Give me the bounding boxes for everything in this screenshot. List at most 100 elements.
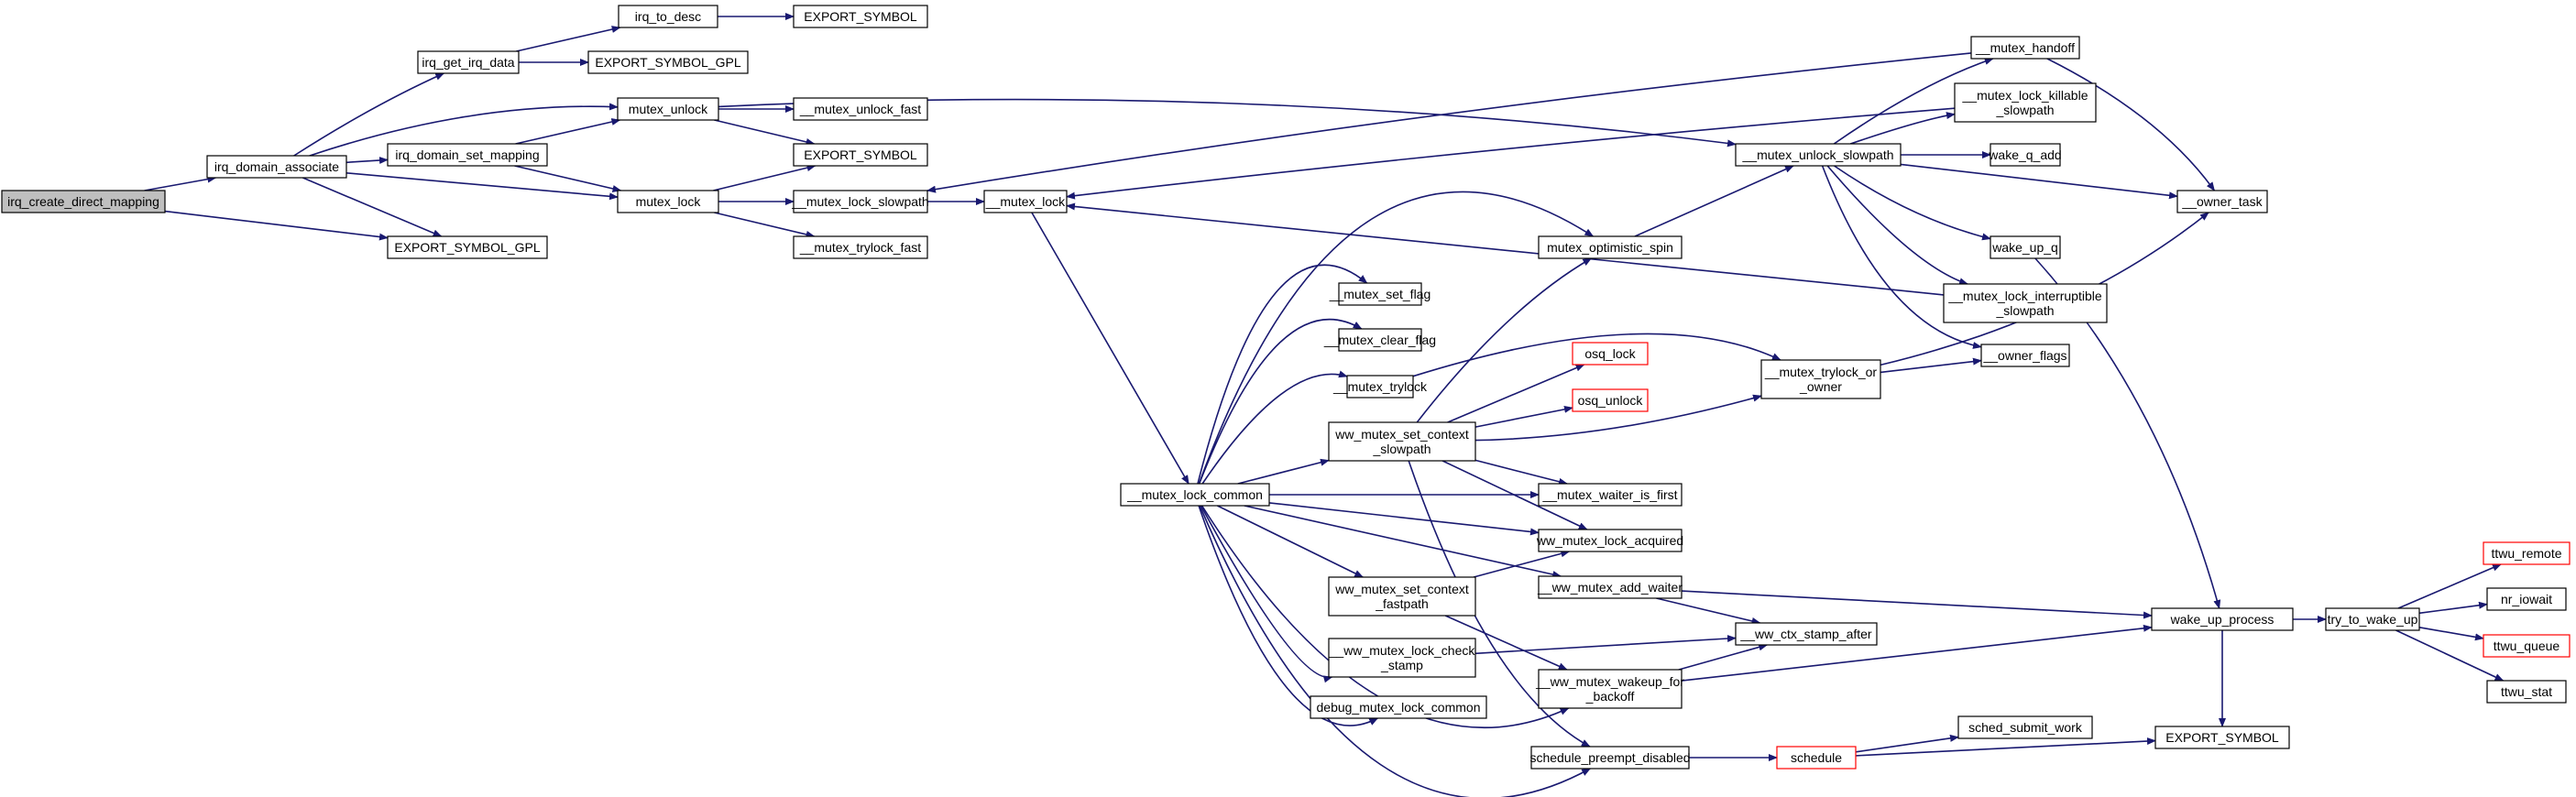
node-mutex-unlock-fast[interactable]: __mutex_unlock_fast	[793, 97, 928, 121]
edge-mutex-trylock-to-mutex-trylock-or-owner	[1412, 333, 1781, 377]
edge-mutex-lock-to-export-symbol-2	[713, 164, 817, 191]
node-label: irq_get_irq_data	[422, 55, 514, 70]
node-osq-lock[interactable]: osq_lock	[1572, 342, 1649, 366]
node-box	[1990, 235, 2061, 259]
node-mutex-lock[interactable]: mutex_lock	[617, 190, 719, 213]
node-mutex-lock-interruptible-slowpath[interactable]: __mutex_lock_interruptible_slowpath	[1943, 283, 2108, 323]
node-box	[1, 190, 166, 213]
node-mutex-trylock[interactable]: __mutex_trylock	[1332, 375, 1428, 398]
node-wake-up-q[interactable]: wake_up_q	[1990, 235, 2061, 259]
node-box	[2151, 607, 2294, 631]
node-label: wake_up_q	[1991, 240, 2058, 255]
node-label: _backoff	[1585, 689, 1635, 704]
node-label: __ww_mutex_wakeup_for	[1535, 674, 1684, 689]
node-label: irq_create_direct_mapping	[7, 194, 159, 209]
node-mutex-handoff[interactable]: __mutex_handoff	[1970, 36, 2080, 60]
node-box	[793, 143, 928, 167]
node-box	[387, 235, 548, 259]
node-export-symbol-1[interactable]: EXPORT_SYMBOL	[793, 5, 928, 28]
edge-try-to-wake-up-to-ttwu-queue	[2418, 627, 2484, 641]
node-irq-domain-associate[interactable]: irq_domain_associate	[206, 155, 347, 179]
node-export-symbol-gpl-1[interactable]: EXPORT_SYMBOL_GPL	[387, 235, 548, 259]
node-export-symbol-3[interactable]: EXPORT_SYMBOL	[2154, 726, 2290, 749]
node-label: ww_mutex_set_context	[1334, 582, 1469, 596]
node-mutex-optimistic-spin[interactable]: mutex_optimistic_spin	[1538, 235, 1683, 259]
node-ww-mutex-set-context-slowpath[interactable]: ww_mutex_set_context_slowpath	[1328, 421, 1476, 462]
node-mutex-lock-slowpath[interactable]: __mutex_lock_slowpath	[791, 190, 929, 213]
node-wake-up-process[interactable]: wake_up_process	[2151, 607, 2294, 631]
edge-mutex-lock-common-to-mutex-trylock	[1201, 370, 1348, 485]
node-owner-flags[interactable]: __owner_flags	[1980, 344, 2070, 367]
edge-ww-mutex-set-context-slowpath-to-osq-unlock	[1474, 405, 1573, 428]
node-box	[1328, 421, 1476, 462]
node-wake-q-add[interactable]: wake_q_add	[1988, 143, 2062, 167]
node-osq-unlock[interactable]: osq_unlock	[1572, 388, 1649, 412]
node-box	[417, 50, 520, 74]
node-label: __ww_mutex_add_waiter	[1537, 580, 1683, 595]
node-irq-get-irq-data[interactable]: irq_get_irq_data	[417, 50, 520, 74]
node-mutex-lock-common[interactable]: __mutex_lock_common	[1120, 483, 1270, 507]
edge-mutex-handoff-to-mutex-lock-slowpath	[926, 52, 1972, 193]
edge-mutex-unlock-slowpath-to-mutex-handoff	[1833, 58, 1994, 145]
node-ww-mutex-add-waiter[interactable]: __ww_mutex_add_waiter	[1537, 575, 1683, 599]
node-box	[1328, 576, 1476, 617]
edge-ww-mutex-set-context-fastpath-to-ww-mutex-wakeup-for-backoff	[1444, 615, 1568, 671]
node-ww-mutex-lock-acquired[interactable]: ww_mutex_lock_acquired	[1536, 529, 1683, 552]
node-box	[1957, 715, 2093, 739]
node-owner-task[interactable]: __owner_task	[2176, 190, 2268, 213]
node-ttwu-remote[interactable]: ttwu_remote	[2483, 541, 2571, 565]
node-mutex-unlock[interactable]: mutex_unlock	[617, 97, 719, 121]
edges-layer	[144, 13, 2505, 797]
edge-mutex-optimistic-spin-to-mutex-unlock-slowpath	[1634, 165, 1794, 237]
node-ww-mutex-set-context-fastpath[interactable]: ww_mutex_set_context_fastpath	[1328, 576, 1476, 617]
edge-irq-create-direct-mapping-to-irq-domain-associate	[144, 175, 217, 191]
node-label: __mutex_trylock	[1332, 379, 1428, 394]
node-mutex-lock[interactable]: __mutex_lock	[983, 190, 1068, 213]
node-irq-create-direct-mapping[interactable]: irq_create_direct_mapping	[1, 190, 166, 213]
edge-ww-mutex-set-context-slowpath-to-ww-mutex-lock-acquired	[1441, 460, 1588, 530]
node-mutex-waiter-is-first[interactable]: __mutex_waiter_is_first	[1538, 483, 1683, 507]
node-box	[793, 190, 928, 213]
node-label: sched_submit_work	[1968, 720, 2083, 735]
node-mutex-lock-killable-slowpath[interactable]: __mutex_lock_killable_slowpath	[1954, 82, 2097, 123]
node-label: _slowpath	[1995, 303, 2054, 318]
node-label: osq_unlock	[1578, 393, 1644, 408]
node-irq-to-desc[interactable]: irq_to_desc	[618, 5, 718, 28]
node-label: mutex_unlock	[629, 102, 708, 116]
edge-ww-mutex-set-context-slowpath-to-mutex-waiter-is-first	[1474, 459, 1568, 486]
node-label: schedule_preempt_disabled	[1529, 750, 1690, 765]
edge-try-to-wake-up-to-nr-iowait	[2418, 601, 2488, 615]
node-box	[1120, 483, 1270, 507]
node-export-symbol-gpl-2[interactable]: EXPORT_SYMBOL_GPL	[587, 50, 749, 74]
nodes-layer: irq_create_direct_mapping irq_domain_asso…	[1, 5, 2571, 770]
node-mutex-trylock-fast[interactable]: __mutex_trylock_fast	[793, 235, 928, 259]
edge-mutex-lock-common-to-ww-mutex-set-context-slowpath	[1237, 458, 1330, 485]
node-ttwu-queue[interactable]: ttwu_queue	[2483, 634, 2571, 658]
node-irq-domain-set-mapping[interactable]: irq_domain_set_mapping	[387, 143, 548, 167]
node-mutex-clear-flag[interactable]: __mutex_clear_flag	[1323, 328, 1436, 352]
edge-mutex-lock-common-to-ww-mutex-wakeup-for-backoff	[1200, 505, 1570, 728]
node-try-to-wake-up[interactable]: try_to_wake_up	[2325, 607, 2420, 631]
node-ttwu-stat[interactable]: ttwu_stat	[2486, 680, 2567, 704]
node-ww-mutex-wakeup-for-backoff[interactable]: __ww_mutex_wakeup_for_backoff	[1535, 669, 1684, 709]
node-label: _slowpath	[1995, 103, 2054, 117]
node-mutex-set-flag[interactable]: __mutex_set_flag	[1329, 282, 1431, 306]
node-schedule-preempt-disabled[interactable]: schedule_preempt_disabled	[1529, 746, 1691, 770]
edge-mutex-lock-common-to-ww-mutex-set-context-fastpath	[1217, 505, 1365, 578]
node-ww-ctx-stamp-after[interactable]: __ww_ctx_stamp_after	[1735, 622, 1878, 646]
node-mutex-trylock-or-owner[interactable]: __mutex_trylock_or_owner	[1760, 359, 1881, 399]
node-box	[617, 97, 719, 121]
node-sched-submit-work[interactable]: sched_submit_work	[1957, 715, 2093, 739]
node-schedule[interactable]: schedule	[1776, 746, 1857, 770]
node-nr-iowait[interactable]: nr_iowait	[2486, 587, 2567, 611]
node-box	[1943, 283, 2108, 323]
edge-mutex-lock-common-to-ww-mutex-add-waiter	[1244, 505, 1562, 578]
edge-irq-domain-associate-to-irq-get-irq-data	[293, 72, 445, 157]
edge-irq-domain-associate-to-mutex-unlock	[309, 103, 619, 157]
node-label: __mutex_unlock_fast	[799, 102, 921, 116]
node-debug-mutex-lock-common[interactable]: debug_mutex_lock_common	[1310, 695, 1487, 719]
node-export-symbol-2[interactable]: EXPORT_SYMBOL	[793, 143, 928, 167]
node-mutex-unlock-slowpath[interactable]: __mutex_unlock_slowpath	[1735, 143, 1902, 167]
edge-mutex-lock-common-to-mutex-clear-flag	[1198, 319, 1363, 485]
node-ww-mutex-lock-check-stamp[interactable]: __ww_mutex_lock_check_stamp	[1328, 638, 1476, 678]
